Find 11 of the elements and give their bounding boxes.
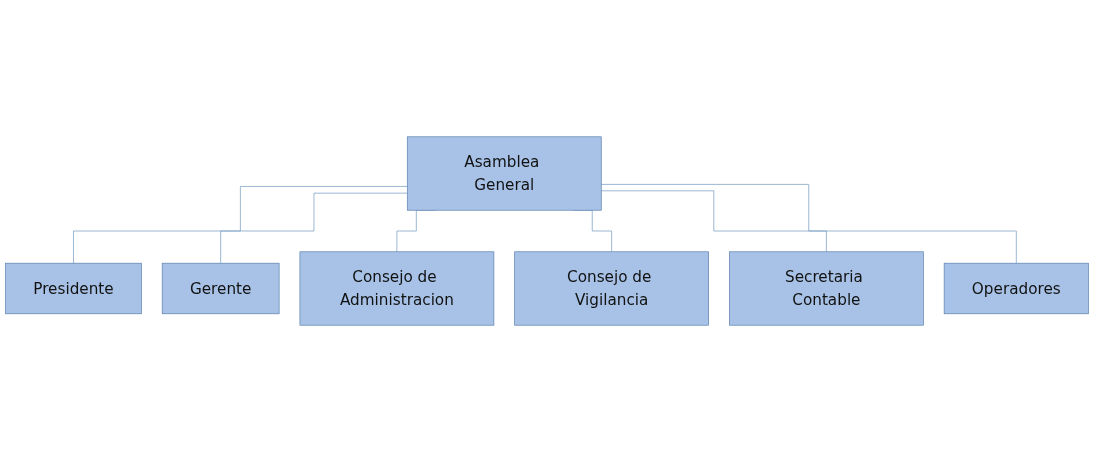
connector: [600, 190, 827, 253]
node-box: Operadores: [943, 262, 1089, 315]
node-box: Gerente: [161, 262, 280, 315]
connector: [600, 184, 1017, 264]
node-box: Asamblea General: [406, 136, 602, 211]
connector: [73, 186, 408, 264]
node-box: Consejo de Administracion: [299, 251, 495, 326]
connector: [220, 192, 408, 264]
node-box: Consejo de Vigilancia: [514, 251, 709, 326]
node-box: Presidente: [5, 262, 142, 315]
node-box: Secretaria Contable: [729, 251, 924, 326]
